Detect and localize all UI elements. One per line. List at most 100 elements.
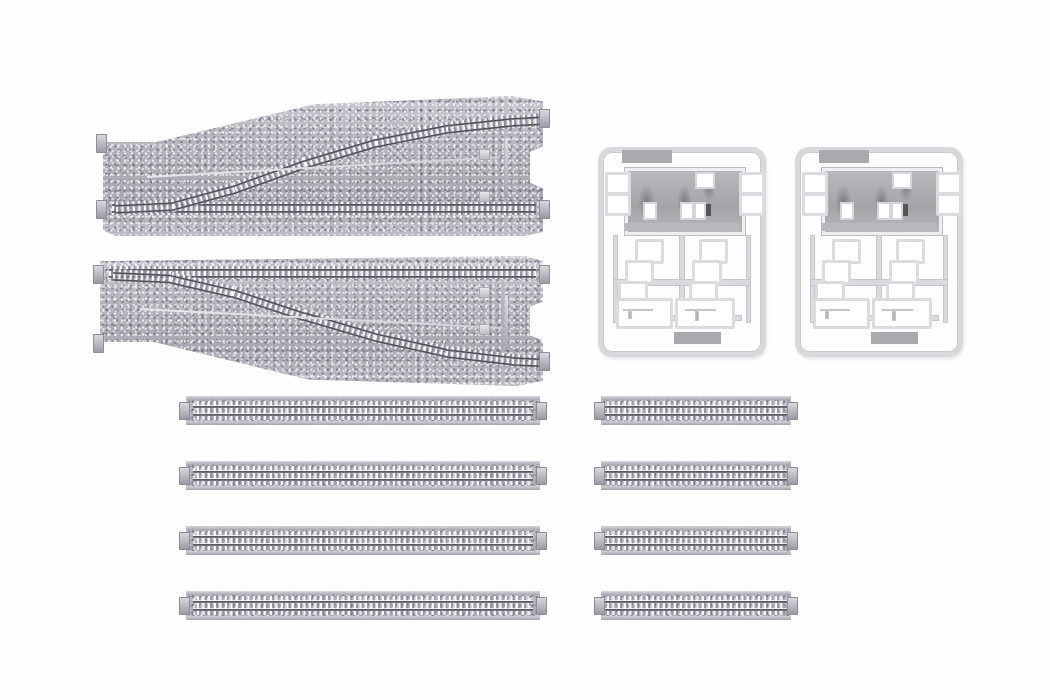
detail-chip-3 (693, 201, 707, 221)
parts-sprue-2 (795, 147, 963, 357)
rail-joiner-right-4 (539, 200, 550, 219)
turnout-upper-right-hand (96, 96, 550, 236)
bracket-part-right-1 (936, 172, 963, 195)
track-sleepers (606, 401, 786, 420)
rail-inner (604, 479, 788, 481)
rail-highlight (193, 600, 533, 601)
ballast-shoulder-top (186, 526, 540, 530)
ballast-shoulder-top (601, 591, 791, 595)
bracket-part-right-1 (739, 172, 766, 195)
track-sleepers (606, 531, 786, 550)
rail-joiner-right-3 (539, 265, 550, 284)
ballast-shoulder-top (601, 526, 791, 530)
panel-lower-lip (821, 222, 937, 231)
runner-bar-center-vertical (678, 235, 686, 320)
detail-chip-4 (695, 172, 715, 189)
ballast-shoulder-top (601, 396, 791, 400)
runner-bar-mid-horizontal (810, 279, 948, 286)
ballast-shoulder-top (601, 461, 791, 465)
rail-outer (193, 406, 533, 408)
through-route-rails (108, 265, 536, 280)
rail-joiner-left (594, 402, 605, 420)
detail-chip-dark (902, 203, 908, 217)
parts-sprue-1 (598, 147, 766, 357)
turnout-rail-inner (108, 275, 536, 278)
detail-chip-1 (643, 201, 658, 221)
plate-detail-left (820, 308, 851, 312)
rail-highlight (604, 405, 788, 406)
runner-bar-center-vertical (875, 235, 883, 320)
rail-highlight (604, 543, 788, 544)
rail-inner (193, 544, 533, 546)
rail-inner (604, 414, 788, 416)
rail-outer (604, 471, 788, 473)
rail-outer (193, 536, 533, 538)
plate-detail-right (685, 308, 716, 312)
bracket-part-left-1 (604, 172, 631, 195)
rail-joiner-right (536, 402, 547, 420)
track-sleepers (196, 531, 530, 550)
roadbed-divider-rib (504, 295, 508, 350)
bracket-part-right-2 (739, 193, 766, 216)
rail-highlight (193, 478, 533, 479)
rail-joiner-right (536, 532, 547, 550)
diverging-route-rails (115, 198, 176, 216)
diverging-route-rails (511, 353, 541, 369)
rail-highlight (193, 413, 533, 414)
detail-chip-2 (877, 201, 892, 221)
detail-chip-2 (680, 201, 695, 221)
rail-outer (193, 601, 533, 603)
rail-joiner-right-3 (539, 109, 550, 128)
ballast-shoulder-bottom (601, 551, 791, 555)
ballast-shoulder-bottom (601, 616, 791, 620)
plate-detail-right (882, 308, 913, 312)
rail-highlight (193, 470, 533, 471)
rail-joiner-right (536, 597, 547, 615)
clip-part-2 (698, 239, 729, 265)
ballast-shoulder-top (186, 461, 540, 465)
plate-part-right (675, 298, 736, 330)
detail-chip-4 (892, 172, 912, 189)
rail-inner (604, 609, 788, 611)
rail-joiner-left (179, 532, 190, 550)
bracket-part-left-2 (604, 193, 631, 216)
turnout-rail-inner (111, 211, 536, 213)
rail-joiner-left-1 (93, 265, 104, 284)
runner-bar-left-vertical (810, 235, 816, 324)
rail-joiner-left (594, 597, 605, 615)
plate-part-left (813, 298, 870, 330)
ballast-shoulder-bottom (186, 551, 540, 555)
turnout-lower-left-hand (93, 256, 550, 386)
rail-joiner-left (594, 532, 605, 550)
straight-track-short-4 (594, 591, 798, 620)
detail-chip-3 (890, 201, 904, 221)
ballast-shoulder-bottom (186, 616, 540, 620)
bracket-part-right-2 (936, 193, 963, 216)
rail-joiner-left (594, 467, 605, 485)
plate-hook-left (628, 310, 632, 320)
through-route-rails (111, 201, 536, 216)
rail-inner (193, 414, 533, 416)
rail-joiner-right (787, 402, 798, 420)
rail-highlight (193, 405, 533, 406)
turnout-rail-outer (111, 204, 536, 206)
diverging-route-rails (112, 268, 173, 286)
straight-track-long-3 (179, 526, 547, 555)
rail-joiner-left (179, 467, 190, 485)
straight-track-long-2 (179, 461, 547, 490)
rail-outer (193, 471, 533, 473)
ballast-shoulder-bottom (601, 486, 791, 490)
rail-joiner-right (787, 597, 798, 615)
ballast-shoulder-top (186, 396, 540, 400)
detail-chip-dark (705, 203, 711, 217)
rail-joiner-left (179, 597, 190, 615)
throw-bar-plate (478, 323, 490, 335)
roadbed-divider-rib (504, 138, 508, 197)
bracket-part-left-2 (801, 193, 828, 216)
track-sleepers (196, 401, 530, 420)
ballast-shoulder-top (186, 591, 540, 595)
straight-track-short-2 (594, 461, 798, 490)
sprue-gate-block-bottom (870, 331, 918, 345)
track-sleepers (606, 596, 786, 615)
throw-bar-plate-secondary (479, 191, 491, 203)
